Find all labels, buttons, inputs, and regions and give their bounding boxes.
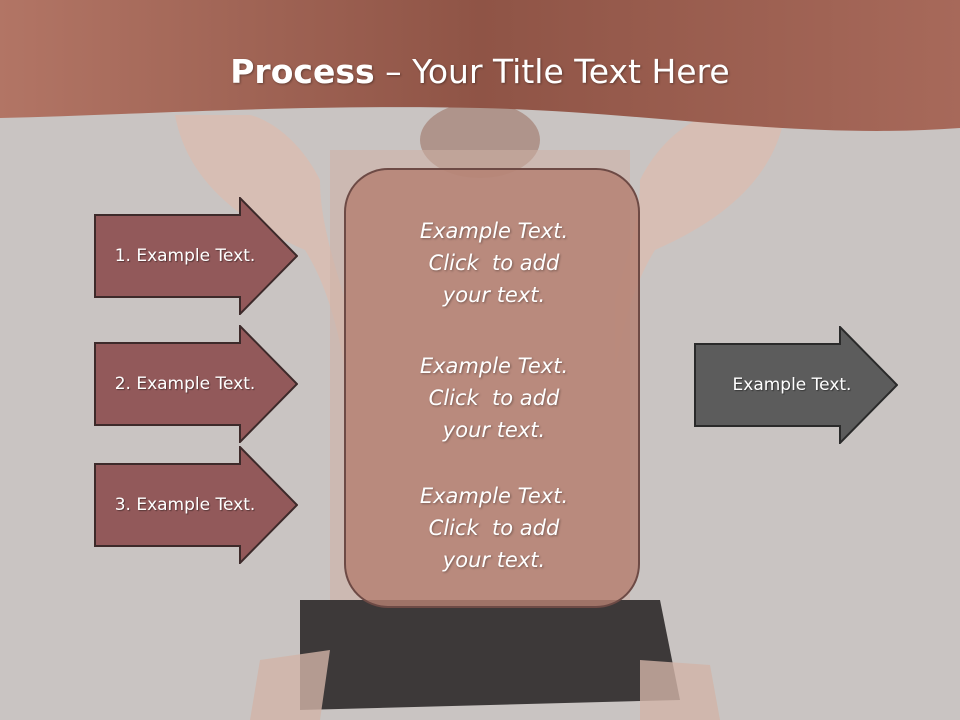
header-banner <box>0 0 960 131</box>
center-text-line: your text. <box>442 418 546 442</box>
input-arrow-3[interactable]: 3. Example Text. <box>94 446 298 564</box>
center-text-line: Click to add <box>428 251 560 275</box>
center-text-line: Click to add <box>428 516 560 540</box>
title-bold: Process <box>230 52 375 91</box>
center-text-line: your text. <box>442 548 546 572</box>
center-text-block-3: Example Text. Click to add your text. <box>346 480 642 576</box>
arrow-shape <box>694 326 898 444</box>
arrow-shape <box>94 325 298 443</box>
input-arrow-3-label: 3. Example Text. <box>114 495 256 515</box>
center-text-line: Example Text. <box>419 219 569 243</box>
input-arrow-1-label: 1. Example Text. <box>114 246 256 266</box>
center-text-line: Click to add <box>428 386 560 410</box>
title-rest: – Your Title Text Here <box>374 52 730 91</box>
center-text-line: your text. <box>442 283 546 307</box>
center-text-block-2: Example Text. Click to add your text. <box>346 350 642 446</box>
arrow-shape <box>94 446 298 564</box>
output-arrow-label: Example Text. <box>732 375 852 395</box>
input-arrow-2-label: 2. Example Text. <box>114 374 256 394</box>
center-text-box[interactable]: Example Text. Click to add your text. Ex… <box>344 168 640 608</box>
center-text-line: Example Text. <box>419 484 569 508</box>
center-text-block-1: Example Text. Click to add your text. <box>346 215 642 311</box>
arrow-shape <box>94 197 298 315</box>
center-text-line: Example Text. <box>419 354 569 378</box>
input-arrow-2[interactable]: 2. Example Text. <box>94 325 298 443</box>
output-arrow[interactable]: Example Text. <box>694 326 898 444</box>
input-arrow-1[interactable]: 1. Example Text. <box>94 197 298 315</box>
slide-title: Process – Your Title Text Here <box>0 52 960 91</box>
